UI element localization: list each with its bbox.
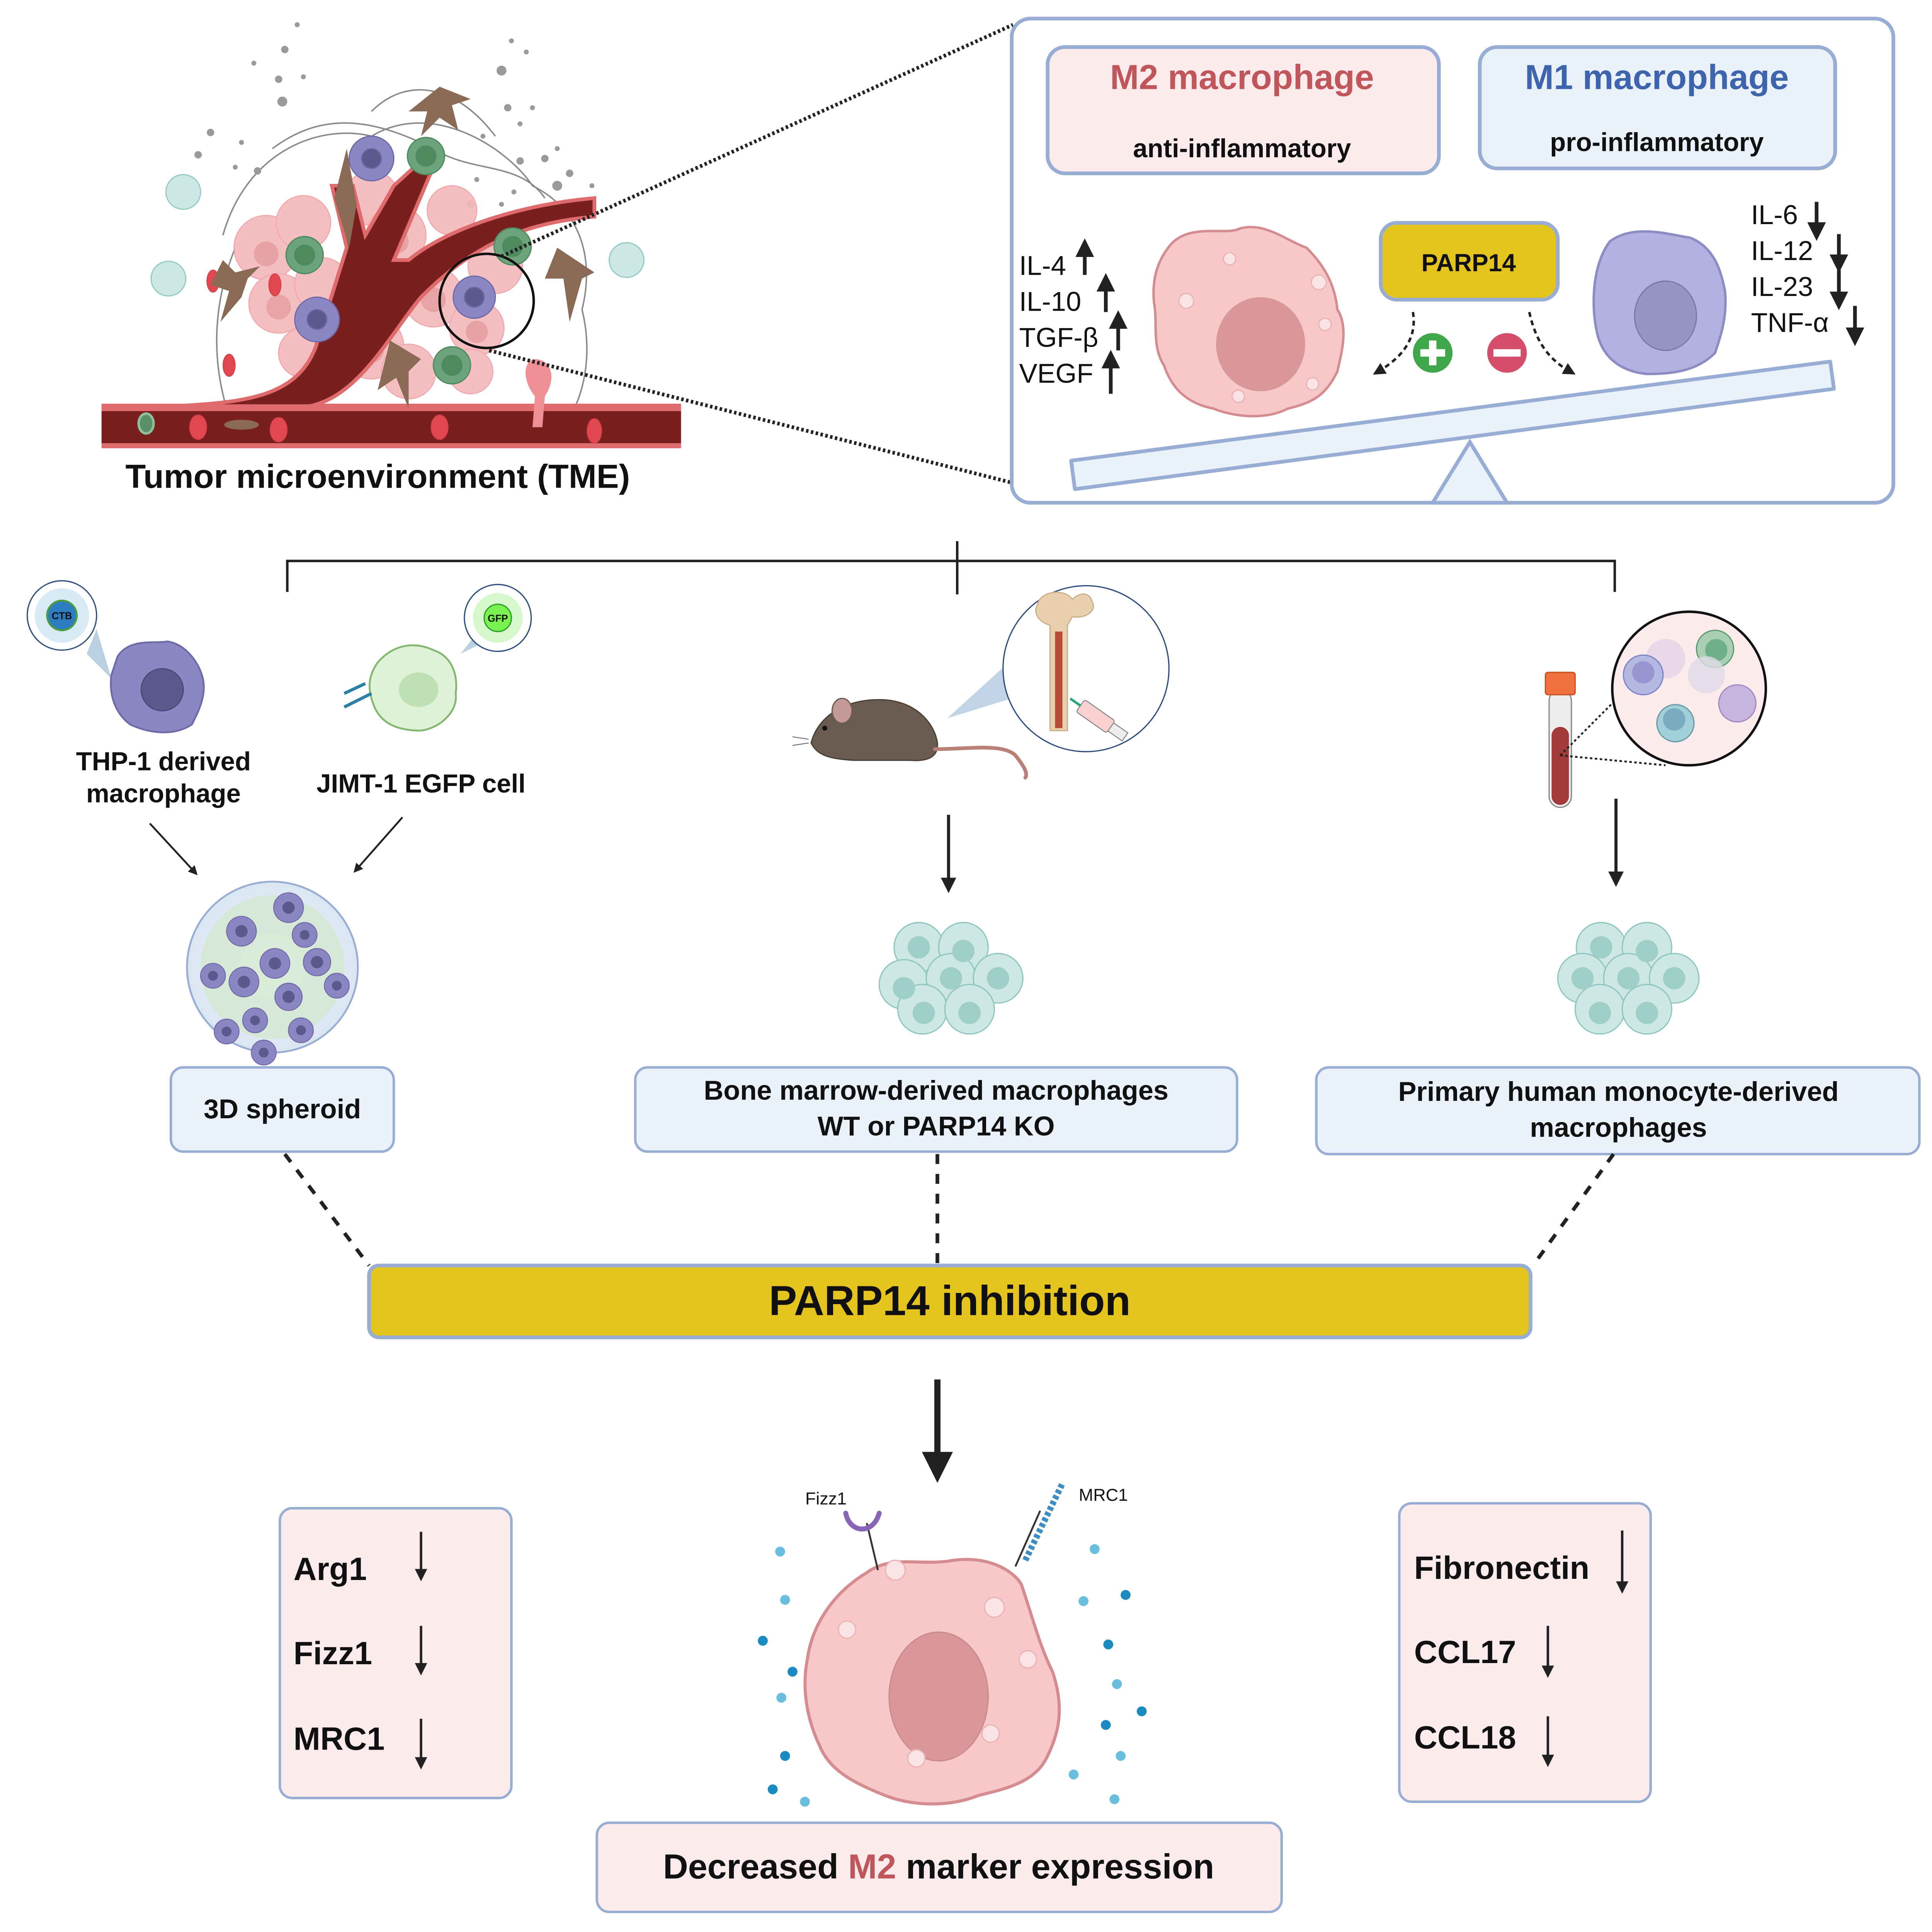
parp14-inhibition-label: PARP14 inhibition (769, 1277, 1131, 1324)
ctb-callout: CTB (26, 580, 112, 679)
summary-box: Decreased M2 marker expression (595, 1821, 1283, 1913)
secreted-chemokines (758, 1544, 1147, 1807)
balance-seesaw (1069, 359, 1836, 505)
blood-tube-icon (1544, 672, 1576, 808)
thp1-label-line2: macrophage (86, 779, 241, 808)
zoom-line-top (500, 23, 1014, 258)
bmdm-cell-cluster-icon (878, 922, 1024, 1035)
marker-name: Fibronectin (1414, 1550, 1590, 1586)
m2-subtitle: anti-inflammatory (1133, 134, 1351, 163)
thp1-to-spheroid-arrow (149, 823, 198, 875)
m1-cytokine-list: IL-6 IL-12 IL-23 TNF-α (1751, 199, 1864, 346)
m2-cytokine: IL-10 (1019, 286, 1081, 316)
m2-cytokine: IL-4 (1019, 250, 1066, 281)
marker-name: CCL18 (1414, 1719, 1516, 1755)
m1-cytokine: IL-6 (1751, 199, 1798, 230)
parp14-inhibition-bar: PARP14 inhibition (367, 1264, 1532, 1339)
jimt1-to-spheroid-arrow (354, 816, 403, 873)
m1-cytokine: IL-23 (1751, 271, 1813, 302)
summary-text: Decreased M2 marker expression (663, 1848, 1214, 1886)
marker-name: Arg1 (294, 1551, 367, 1587)
parp14-label: PARP14 (1422, 249, 1516, 277)
mdm-box: Primary human monocyte-derived macrophag… (1315, 1066, 1921, 1156)
m2-cytokine-list: IL-4 IL-10 TGF-β VEGF (1019, 238, 1128, 394)
summary-suffix: marker expression (896, 1848, 1214, 1886)
jimt1-label: JIMT-1 EGFP cell (316, 769, 526, 798)
summary-highlight: M2 (848, 1848, 896, 1886)
marker-name: Fizz1 (294, 1635, 372, 1671)
bone-marrow-callout (1002, 585, 1170, 752)
thp1-macrophage-icon (110, 640, 205, 733)
intravasating-cell (526, 359, 552, 427)
m2-macrophage-box: M2 macrophage anti-inflammatory (1046, 45, 1441, 175)
m2-cytokine: TGF-β (1019, 322, 1098, 352)
spheroid-icon (186, 881, 359, 1066)
zoom-circle (438, 252, 535, 349)
marker-name: MRC1 (294, 1721, 385, 1757)
m2-title: M2 macrophage (1110, 58, 1374, 97)
mrc1-receptor-label: MRC1 (1079, 1485, 1128, 1505)
minus-icon (1487, 333, 1527, 373)
lymphocytes-tme (285, 137, 532, 385)
gfp-callout: GFP (461, 584, 532, 654)
inhibit-arrow (1528, 311, 1576, 375)
human-model: Primary human monocyte-derived macrophag… (1315, 610, 1921, 1156)
m1-macrophage-box: M1 macrophage pro-inflammatory (1478, 45, 1837, 170)
ctb-badge: CTB (52, 611, 72, 621)
mdm-cell-cluster-icon (1557, 922, 1700, 1035)
zoom-line-bottom (488, 349, 1014, 485)
jimt1-cell-icon (344, 644, 457, 732)
m2-macrophage-outcome-icon: Fizz1 MRC1 (758, 1482, 1147, 1807)
m2-macrophage-cell-icon (1152, 226, 1345, 418)
promote-arrow (1373, 312, 1415, 375)
m1-subtitle: pro-inflammatory (1550, 128, 1764, 157)
fizz1-receptor-label: Fizz1 (805, 1489, 847, 1509)
spheroid-box-label: 3D spheroid (204, 1094, 361, 1124)
plus-icon (1413, 333, 1453, 373)
gfp-badge: GFP (488, 613, 508, 624)
summary-prefix: Decreased (663, 1848, 848, 1886)
m1-title: M1 macrophage (1525, 58, 1789, 97)
mdm-box-line1: Primary human monocyte-derived (1398, 1076, 1839, 1107)
parp14-box: PARP14 (1379, 221, 1560, 302)
left-marker-box: Arg1 Fizz1 MRC1 (279, 1507, 513, 1799)
marker-name: CCL17 (1414, 1634, 1516, 1670)
spheroid-model: CTB THP-1 derived macrophage GFP JIMT-1 … (26, 580, 532, 1153)
bmdm-box-line2: WT or PARP14 KO (818, 1111, 1055, 1141)
branch-bracket (286, 541, 1616, 595)
model-connectors (283, 1153, 1615, 1267)
bmdm-box-line1: Bone marrow-derived macrophages (704, 1075, 1168, 1105)
spheroid-box: 3D spheroid (170, 1066, 395, 1153)
mouse-icon (792, 697, 1028, 780)
m1-cytokine: IL-12 (1751, 235, 1813, 266)
tme-illustration (101, 22, 681, 449)
polarization-panel: M2 macrophage anti-inflammatory M1 macro… (1010, 17, 1895, 505)
m2-cytokine: VEGF (1019, 358, 1093, 388)
m1-macrophage-cell-icon (1592, 230, 1727, 376)
mdm-box-line2: macrophages (1530, 1112, 1707, 1143)
tme-title: Tumor microenvironment (TME) (126, 458, 630, 495)
blood-cells-callout (1560, 610, 1767, 767)
bmdm-box: Bone marrow-derived macrophages WT or PA… (634, 1066, 1238, 1153)
bmdm-model: Bone marrow-derived macrophages WT or PA… (634, 585, 1238, 1153)
macrophages-tme (294, 135, 496, 343)
right-marker-box: Fibronectin CCL17 CCL18 (1398, 1502, 1652, 1803)
m1-cytokine: TNF-α (1751, 307, 1828, 338)
t-cells-tme (150, 174, 645, 297)
thp1-label-line1: THP-1 derived (76, 747, 251, 776)
